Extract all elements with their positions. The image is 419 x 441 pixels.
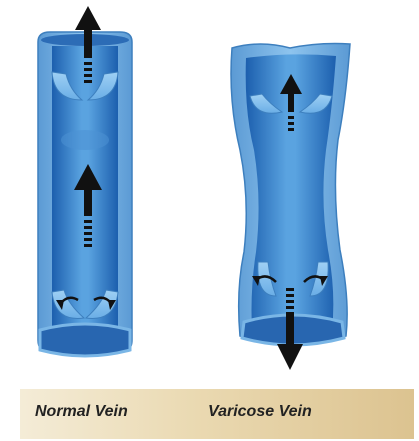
normal-vein-bottom-opening — [40, 324, 130, 356]
vein-illustration — [0, 0, 419, 375]
varicose-vein-label: Varicose Vein — [208, 403, 312, 421]
caption-bar: Normal Vein Varicose Vein — [20, 389, 414, 439]
normal-vein — [38, 6, 132, 356]
normal-vein-label: Normal Vein — [35, 403, 128, 421]
varicose-vein — [231, 44, 350, 371]
